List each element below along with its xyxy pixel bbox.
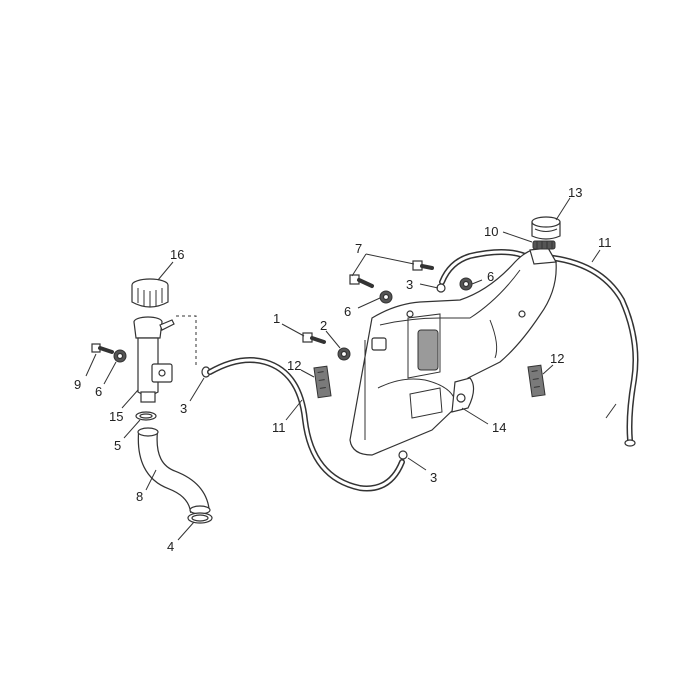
bushing-6-left xyxy=(113,349,127,363)
callout-10: 10 xyxy=(484,224,498,239)
clamp-4 xyxy=(187,512,213,524)
callout-6-left: 6 xyxy=(95,384,102,399)
callout-9: 9 xyxy=(74,377,81,392)
rubber-pad-12-right xyxy=(527,364,546,398)
hose-11-left xyxy=(207,357,405,492)
callout-8: 8 xyxy=(136,489,143,504)
callout-11-right: 11 xyxy=(598,235,612,250)
bolt-7-upper xyxy=(412,260,434,271)
expansion-tank xyxy=(349,247,557,456)
callout-16: 16 xyxy=(170,247,184,262)
callout-12-left: 12 xyxy=(287,358,301,373)
rubber-pad-12-left xyxy=(313,365,332,399)
hose-8 xyxy=(137,427,211,515)
hose-11-right xyxy=(542,254,639,447)
callout-13: 13 xyxy=(568,185,582,200)
filler-neck-body xyxy=(133,316,175,403)
callout-4: 4 xyxy=(167,539,174,554)
callout-6-right: 6 xyxy=(487,269,494,284)
callout-11-left: 11 xyxy=(272,420,286,435)
clamp-3-lower xyxy=(398,450,408,460)
bolt-7-lower xyxy=(349,274,374,288)
clamp-3-upper xyxy=(436,283,446,293)
gasket-10 xyxy=(532,240,556,250)
callout-7: 7 xyxy=(355,241,362,256)
hose-11-top xyxy=(439,249,528,285)
tank-cap xyxy=(531,216,561,240)
callout-14: 14 xyxy=(492,420,506,435)
callout-5: 5 xyxy=(114,438,121,453)
callout-2: 2 xyxy=(320,318,327,333)
bolt-1 xyxy=(302,332,326,344)
washer-2 xyxy=(337,347,351,361)
callout-3-upper: 3 xyxy=(406,277,413,292)
callout-6-mid: 6 xyxy=(344,304,351,319)
callout-3-left: 3 xyxy=(180,401,187,416)
bolt-9 xyxy=(91,343,114,354)
bushing-6-right xyxy=(459,277,473,291)
leader-lines xyxy=(85,197,617,541)
filler-cap xyxy=(131,278,169,308)
callout-1: 1 xyxy=(273,311,280,326)
o-ring-5 xyxy=(135,411,157,421)
callout-15: 15 xyxy=(109,409,123,424)
bushing-6-mid xyxy=(379,290,393,304)
callout-12-right: 12 xyxy=(550,351,564,366)
callout-3-lower: 3 xyxy=(430,470,437,485)
